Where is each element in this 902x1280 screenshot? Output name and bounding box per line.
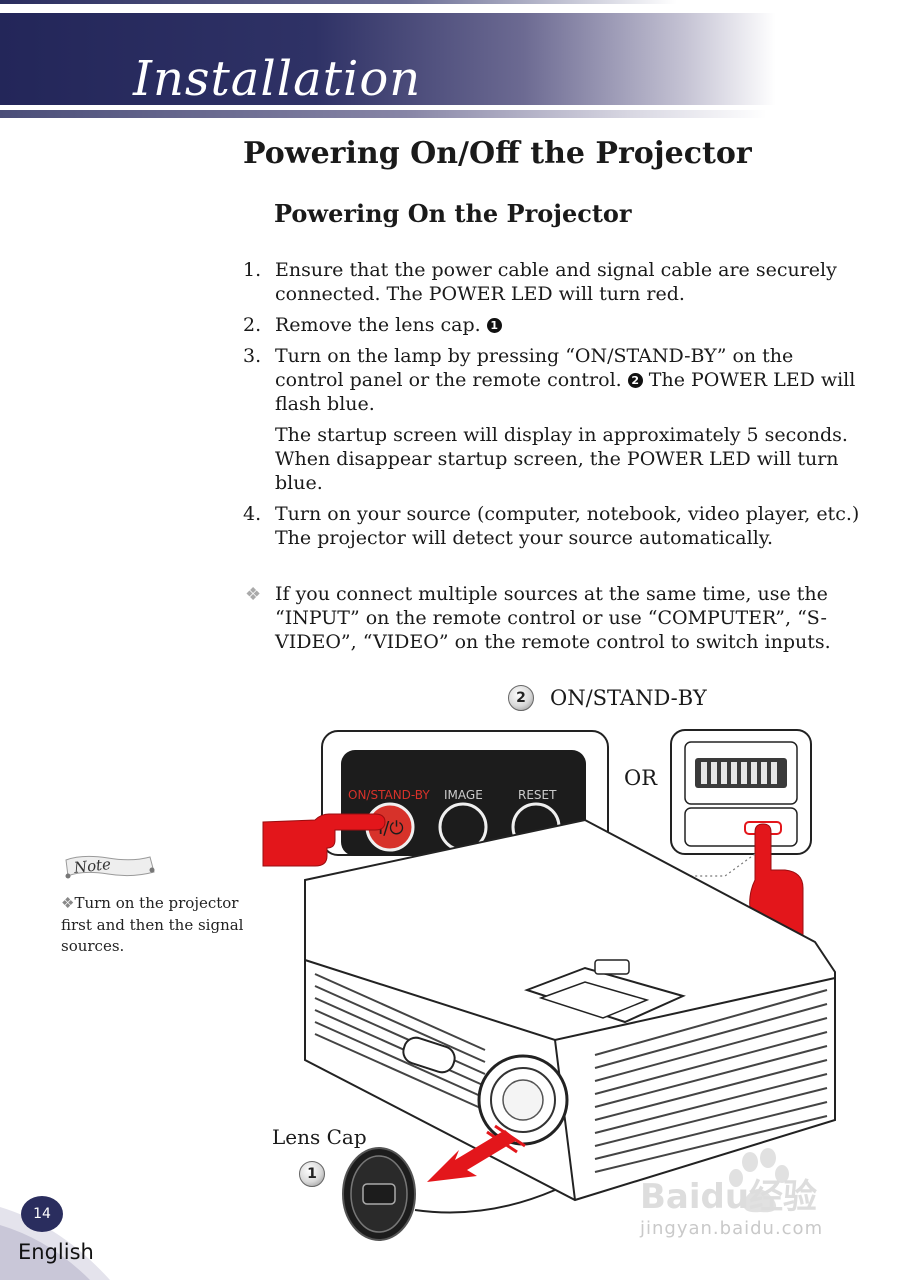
projector-illustration: ON/STAND-BY IMAGE RESET I/⏻ bbox=[262, 729, 836, 1241]
list-item: 1. Ensure that the power cable and signa… bbox=[243, 258, 863, 306]
diamond-bullet-icon: ❖ bbox=[245, 584, 262, 605]
tip-paragraph: ❖ If you connect multiple sources at the… bbox=[243, 582, 863, 654]
watermark-brand: Baidu经验 bbox=[640, 1177, 817, 1217]
step-marker-badge: 1 bbox=[486, 318, 502, 333]
page-number: 14 bbox=[21, 1196, 63, 1232]
panel-label-on-standby: ON/STAND-BY bbox=[348, 788, 430, 802]
step-text: Turn on the lamp by pressing “ON/STAND-B… bbox=[275, 345, 794, 391]
step-extra-text: The startup screen will display in appro… bbox=[275, 424, 848, 494]
step-text-continued: The POWER LED will flash blue. bbox=[275, 369, 856, 415]
callout-number-badge: 1 bbox=[299, 1161, 325, 1187]
list-item: 4. Turn on your source (computer, notebo… bbox=[243, 502, 863, 550]
callout-number-badge: 2 bbox=[508, 685, 534, 711]
list-item: 2. Remove the lens cap. 1 bbox=[243, 313, 863, 337]
steps-list: 1. Ensure that the power cable and signa… bbox=[243, 258, 863, 557]
section-title: Installation bbox=[133, 51, 422, 107]
step-text: Remove the lens cap. bbox=[275, 314, 481, 336]
page-title: Powering On/Off the Projector bbox=[243, 136, 752, 171]
note-body: Turn on the projector first and then the… bbox=[61, 894, 244, 955]
panel-label-reset: RESET bbox=[518, 788, 557, 802]
note-tag-label: Note bbox=[72, 855, 112, 877]
panel-label-image: IMAGE bbox=[444, 788, 483, 802]
callout-label: ON/STAND-BY bbox=[550, 686, 707, 710]
step-marker-badge: 2 bbox=[627, 373, 643, 388]
watermark-url: jingyan.baidu.com bbox=[640, 1218, 824, 1239]
header-banner: Installation bbox=[0, 13, 902, 107]
lens-cap-label: Lens Cap bbox=[272, 1125, 367, 1149]
list-item: 3. Turn on the lamp by pressing “ON/STAN… bbox=[243, 344, 863, 495]
remote-control-inset bbox=[670, 729, 812, 855]
tip-text: If you connect multiple sources at the s… bbox=[275, 583, 831, 653]
callout-lens-cap: 1 bbox=[299, 1161, 325, 1187]
note-text: ❖Turn on the projector first and then th… bbox=[61, 893, 249, 958]
callout-on-standby: 2 ON/STAND-BY bbox=[508, 685, 707, 711]
step-text: Ensure that the power cable and signal c… bbox=[275, 259, 837, 305]
step-number: 4. bbox=[243, 503, 262, 525]
top-rule bbox=[0, 0, 902, 4]
note-tag-icon: Note bbox=[65, 855, 155, 879]
lens-cap bbox=[342, 1147, 556, 1241]
diamond-bullet-icon: ❖ bbox=[61, 894, 75, 912]
page-language: English bbox=[18, 1240, 94, 1264]
step-number: 1. bbox=[243, 259, 262, 281]
step-number: 3. bbox=[243, 345, 262, 367]
remove-arrow-icon bbox=[427, 1124, 526, 1182]
baidu-watermark-logo: Baidu经验 bbox=[640, 1148, 817, 1217]
banner-underline bbox=[0, 110, 902, 118]
or-label: OR bbox=[624, 766, 658, 790]
step-number: 2. bbox=[243, 314, 262, 336]
step-text: Turn on your source (computer, notebook,… bbox=[275, 503, 860, 549]
projector-body bbox=[304, 818, 836, 1202]
pointing-hand-icon bbox=[262, 813, 386, 867]
page-subtitle: Powering On the Projector bbox=[274, 199, 632, 228]
